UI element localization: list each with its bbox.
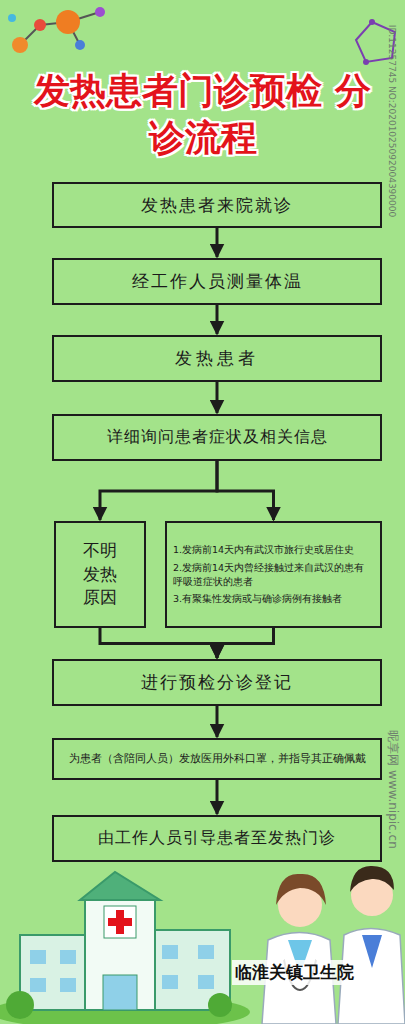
process-box: 经工作人员测量体温 [52,258,382,305]
process-box: 1.发病前14天内有武汉市旅行史或居住史 2.发病前14天内曾经接触过来自武汉的患… [165,521,382,628]
process-box: 为患者（含陪同人员）发放医用外科口罩，并指导其正确佩戴 [52,738,382,780]
box-text: 为患者（含陪同人员）发放医用外科口罩，并指导其正确佩戴 [69,752,366,766]
box-text: 进行预检分诊登记 [141,671,293,693]
flow-arrow [100,628,217,658]
process-box: 由工作人员引导患者至发热门诊 [52,815,382,862]
flow-arrow [100,461,217,520]
flow-arrow [216,382,219,413]
flow-arrow [216,305,219,334]
box-text: 不明发热原因 [83,539,117,610]
flow-arrow [217,461,274,520]
flow-arrow [216,780,219,814]
watermark: ID:11257745 NO:20201025092004390000 [386,22,398,221]
hospital-name: 临淮关镇卫生院 [232,960,357,985]
title: 发热患者门诊预检 分诊流程 [30,68,375,162]
box-text: 3.有聚集性发病或与确诊病例有接触者 [173,592,342,606]
flow-arrow [216,706,219,737]
hospital-building [0,872,250,1024]
box-text: 2.发病前14天内曾经接触过来自武汉的患有呼吸道症状的患者 [173,561,374,589]
process-box: 不明发热原因 [54,521,146,628]
box-text: 发热患者来院就诊 [141,194,293,216]
box-text: 经工作人员测量体温 [132,270,303,292]
box-text: 由工作人员引导患者至发热门诊 [98,828,336,849]
process-box: 详细询问患者症状及相关信息 [52,414,382,461]
box-text: 1.发病前14天内有武汉市旅行史或居住史 [173,543,354,557]
process-box: 发热患者来院就诊 [52,182,382,228]
process-box: 进行预检分诊登记 [52,659,382,706]
molecule-icon [8,7,105,53]
watermark: 昵享网 www.nipic.cn [382,727,401,851]
box-text: 发热患者 [175,347,259,369]
process-box: 发热患者 [52,335,382,382]
doctor-figures [262,866,405,1024]
flow-arrow [216,228,219,257]
flow-arrow [217,628,274,658]
box-text: 详细询问患者症状及相关信息 [107,427,328,448]
